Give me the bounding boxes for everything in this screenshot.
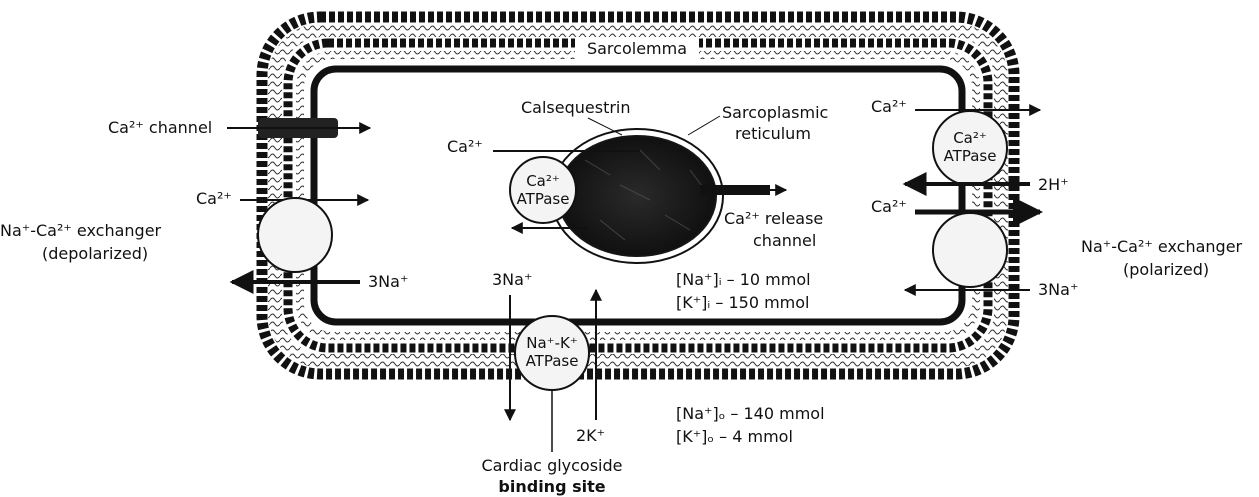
right-na-label: 3Na⁺	[1038, 280, 1078, 299]
glycoside-line1: Cardiac glycoside	[482, 456, 623, 475]
right-exchanger-line1: Na⁺-Ca²⁺ exchanger	[1081, 237, 1243, 256]
bottom-k-label: 2K⁺	[576, 426, 605, 445]
sarcolemma-label: Sarcolemma	[587, 39, 687, 58]
ca-channel-label: Ca²⁺ channel	[108, 118, 212, 137]
release-label-line2: channel	[753, 231, 816, 250]
sr-label-line2: reticulum	[735, 124, 811, 143]
right-exchanger-line2: (polarized)	[1123, 260, 1209, 279]
na-k-atpase-line1: Na⁺-K⁺	[526, 334, 578, 352]
na-extracellular: [Na⁺]ₒ – 140 mmol	[676, 404, 825, 423]
left-exchanger-line1: Na⁺-Ca²⁺ exchanger	[0, 221, 162, 240]
sr-atpase-line1: Ca²⁺	[526, 172, 560, 190]
right-exchanger-ca-label: Ca²⁺	[871, 197, 907, 216]
k-extracellular: [K⁺]ₒ – 4 mmol	[676, 427, 793, 446]
left-na-label: 3Na⁺	[368, 272, 408, 291]
right-atpase-line1: Ca²⁺	[953, 129, 987, 147]
left-ca-label: Ca²⁺	[196, 189, 232, 208]
glycoside-line2: binding site	[498, 477, 605, 496]
na-k-atpase-line2: ATPase	[526, 352, 579, 370]
calsequestrin-label: Calsequestrin	[521, 98, 631, 117]
left-exchanger-line2: (depolarized)	[42, 244, 148, 263]
k-intracellular: [K⁺]ᵢ – 150 mmol	[676, 293, 809, 312]
sr-ca-in-label: Ca²⁺	[447, 137, 483, 156]
right-h-label: 2H⁺	[1038, 175, 1069, 194]
right-na-ca-exchanger	[933, 213, 1007, 287]
bottom-na-label: 3Na⁺	[492, 270, 532, 289]
left-na-ca-exchanger	[258, 198, 332, 272]
sr-atpase-line2: ATPase	[517, 190, 570, 208]
release-label-line1: Ca²⁺ release	[724, 209, 823, 228]
right-atpase-line2: ATPase	[944, 147, 997, 165]
sarcoplasmic-reticulum	[551, 129, 723, 263]
right-atpase-ca-label: Ca²⁺	[871, 97, 907, 116]
sr-label-line1: Sarcoplasmic	[722, 103, 828, 122]
na-intracellular: [Na⁺]ᵢ – 10 mmol	[676, 270, 811, 289]
